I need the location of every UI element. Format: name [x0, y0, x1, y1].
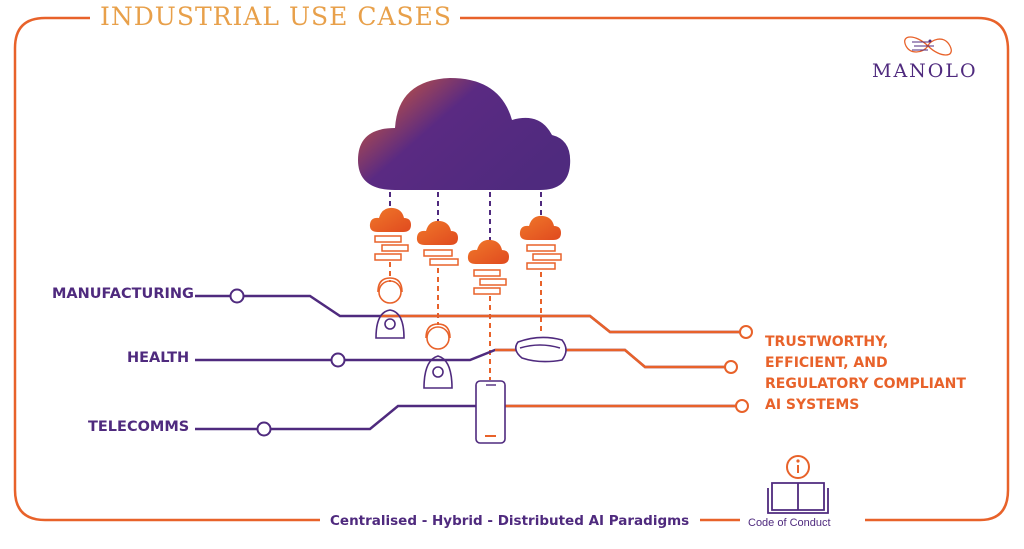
- edge-cloud-icon: [369, 207, 561, 264]
- manolo-logo-icon: [904, 36, 952, 56]
- cloud-connectors: [389, 192, 542, 240]
- outcome-node-icon: [724, 325, 753, 413]
- paradigms-caption: Centralised - Hybrid - Distributed AI Pa…: [330, 513, 690, 529]
- flow-lines: [195, 294, 740, 431]
- use-case-node-icon: [229, 288, 346, 437]
- worker-headset-icon: [375, 277, 405, 339]
- brand-logo: MANOLO: [872, 60, 978, 82]
- frame-border: [13, 16, 1010, 522]
- server-stack-icon: [374, 235, 562, 295]
- vr-headset-icon: [514, 336, 567, 363]
- outcome-line: TRUSTWORTHY,: [765, 334, 889, 350]
- label-manufacturing: MANUFACTURING: [52, 286, 194, 302]
- main-cloud-icon: [358, 78, 571, 190]
- code-of-conduct-icon: [767, 455, 829, 514]
- edge-connectors: [389, 262, 542, 380]
- outcome-line: REGULATORY COMPLIANT: [765, 376, 966, 392]
- outcome-line: AI SYSTEMS: [765, 397, 860, 413]
- label-health: HEALTH: [127, 350, 190, 366]
- outcome-line: EFFICIENT, AND: [765, 355, 888, 371]
- code-of-conduct-label: Code of Conduct: [748, 517, 831, 529]
- outcome-text: TRUSTWORTHY, EFFICIENT, AND REGULATORY C…: [765, 332, 966, 416]
- smartphone-icon: [475, 380, 506, 444]
- label-telecomms: TELECOMMS: [88, 419, 190, 435]
- doctor-icon: [423, 323, 453, 389]
- page-title: INDUSTRIAL USE CASES: [100, 2, 453, 31]
